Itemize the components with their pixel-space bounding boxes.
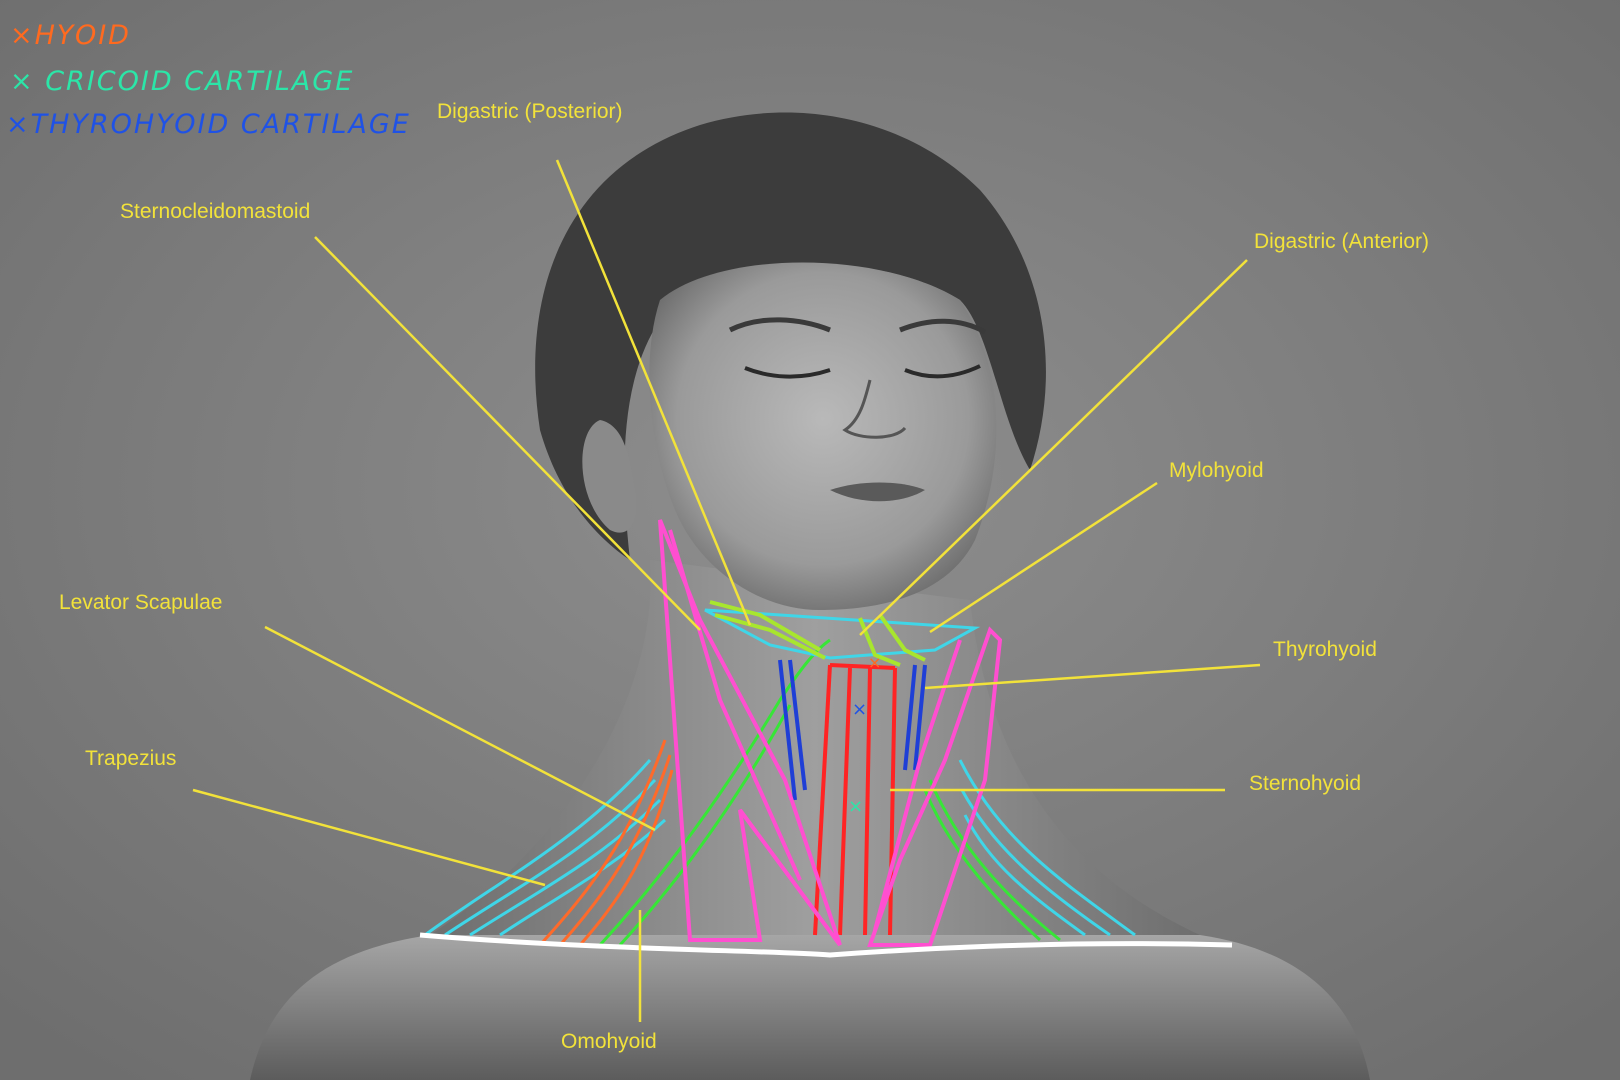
clavicle-line (419, 932, 1233, 958)
right-eye (904, 364, 981, 379)
sternohyoid-muscle (813, 663, 897, 936)
mylohyoid-muscle (704, 608, 981, 660)
label-sternocleidomastoid: Sternocleidomastoid (120, 200, 310, 223)
label-thyrohyoid: Thyrohyoid (1273, 638, 1377, 661)
label-mylohyoid: Mylohyoid (1169, 459, 1264, 482)
leader-digastric-posterior (555, 159, 752, 626)
left-eye (744, 366, 831, 379)
nose (842, 379, 907, 439)
cricoid-marker: × (848, 796, 863, 817)
thyrohyoid-muscle (778, 659, 927, 801)
leader-digastric-anterior (859, 259, 1248, 636)
hair (535, 112, 1046, 560)
label-digastric-posterior: Digastric (Posterior) (437, 100, 623, 123)
left-eyebrow (728, 317, 831, 333)
leader-trapezius (192, 788, 546, 887)
label-omohyoid: Omohyoid (561, 1030, 657, 1053)
legend-thyrohyoid-cartilage: ×THYROHYOID CARTILAGE (6, 109, 411, 140)
label-levator-scapulae: Levator Scapulae (59, 591, 222, 614)
leader-sternocleidomastoid (314, 236, 701, 631)
label-trapezius: Trapezius (85, 747, 176, 770)
legend-cricoid-cartilage: × CRICOID CARTILAGE (10, 66, 354, 97)
legend-hyoid: ×HYOID (10, 20, 131, 51)
digastric-muscle (709, 600, 926, 667)
label-sternohyoid: Sternohyoid (1249, 772, 1361, 795)
neck (430, 560, 1200, 935)
levator-scapulae-muscle (538, 739, 674, 947)
leader-lines (192, 159, 1261, 1022)
leader-thyrohyoid (924, 663, 1261, 690)
leader-levator-scapulae (264, 625, 656, 832)
hyoid-marker: × (868, 653, 881, 672)
sternocleidomastoid-muscle (658, 519, 1003, 947)
lips (830, 482, 925, 502)
face (649, 262, 997, 610)
leader-mylohyoid (929, 481, 1158, 634)
shoulders (250, 935, 1370, 1080)
legend: ×HYOID × CRICOID CARTILAGE ×THYROHYOID C… (6, 20, 411, 140)
label-digastric-anterior: Digastric (Anterior) (1254, 230, 1429, 253)
right-eyebrow (899, 318, 987, 335)
thyrohyoid-marker: × (852, 699, 867, 720)
ear (582, 420, 637, 533)
